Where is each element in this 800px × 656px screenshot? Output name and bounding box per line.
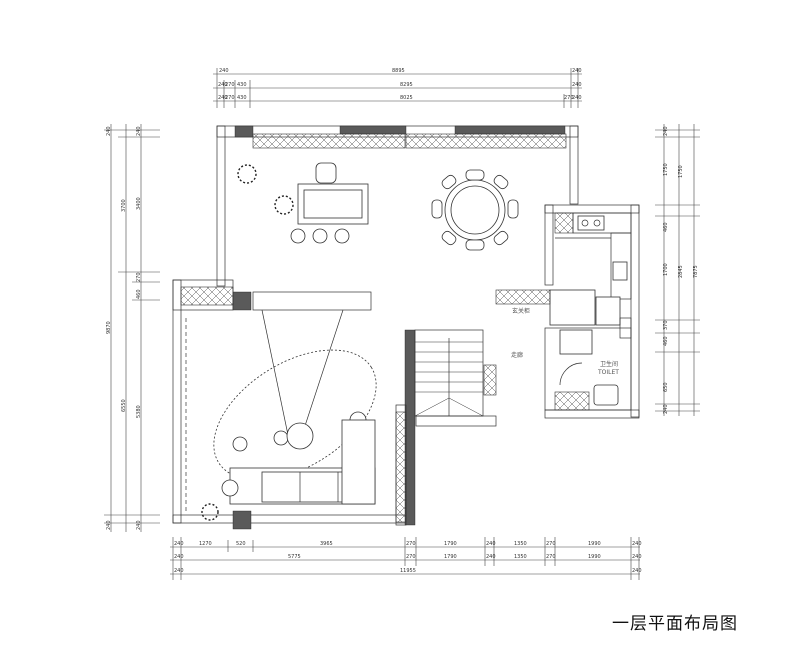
dim-bot-1c: 520 xyxy=(236,541,246,547)
dim-bot-1g: 240 xyxy=(486,541,496,547)
dim-bot-2a: 240 xyxy=(174,554,184,560)
dim-bot-1a: 240 xyxy=(174,541,184,547)
dim-bot-2c: 270 xyxy=(406,554,416,560)
dim-left-i5: 5380 xyxy=(136,405,142,418)
dim-top-2b: 270 xyxy=(225,82,235,88)
plan-title: 一层平面布局图 xyxy=(612,614,738,634)
dim-top-2a: 240 xyxy=(218,82,228,88)
dim-right-i6: 460 xyxy=(663,336,669,346)
dim-bot-2f: 1350 xyxy=(514,554,527,560)
dim-top-3b: 270 xyxy=(225,95,235,101)
dim-bot-1d: 3965 xyxy=(320,541,333,547)
dim-bot-1f: 1790 xyxy=(444,541,457,547)
dim-left-i4: 460 xyxy=(136,289,142,299)
dim-right-o1: 7875 xyxy=(693,265,699,278)
dim-bot-2d: 1790 xyxy=(444,554,457,560)
dim-right-i8: 240 xyxy=(663,404,669,414)
dim-left-i1: 240 xyxy=(136,126,142,136)
dim-left-o1: 240 xyxy=(106,126,112,136)
dim-right-i1: 240 xyxy=(663,126,669,136)
dim-bot-1b: 1270 xyxy=(199,541,212,547)
dim-bot-3a: 240 xyxy=(174,568,184,574)
dim-left-m1: 3700 xyxy=(121,199,127,212)
left-dimensions: 240 9870 240 3700 6550 240 3400 270 460 … xyxy=(104,124,160,532)
dim-top-1c: 240 xyxy=(572,68,582,74)
dim-bot-2e: 240 xyxy=(486,554,496,560)
dim-bot-1h: 1350 xyxy=(514,541,527,547)
living-room xyxy=(185,291,377,521)
kitchen xyxy=(549,212,632,339)
right-dimensions: 7875 1750 2845 240 1750 460 1700 370 460… xyxy=(655,124,700,416)
dim-top-3d: 8025 xyxy=(400,95,413,101)
plant-icon xyxy=(237,164,294,215)
dim-top-1a: 240 xyxy=(219,68,229,74)
dim-bot-2b: 5775 xyxy=(288,554,301,560)
dim-right-i7: 650 xyxy=(663,382,669,392)
dim-right-m2: 2845 xyxy=(678,265,684,278)
dim-top-1b: 8895 xyxy=(392,68,405,74)
dim-bot-1j: 1990 xyxy=(588,541,601,547)
dim-right-m1: 1750 xyxy=(678,165,684,178)
entry-cabinet: 玄关柜 xyxy=(495,289,551,315)
dim-left-m2: 6550 xyxy=(121,399,127,412)
dim-top-2c: 430 xyxy=(237,82,247,88)
dim-top-2e: 240 xyxy=(572,82,582,88)
dim-left-o2: 9870 xyxy=(106,321,112,334)
dim-left-i3: 270 xyxy=(136,272,142,282)
dim-bot-2h: 1990 xyxy=(588,554,601,560)
upper-furniture xyxy=(237,162,369,244)
dim-top-2d: 8295 xyxy=(400,82,413,88)
dim-right-i5: 370 xyxy=(663,320,669,330)
label-corridor: 走廊 xyxy=(511,351,523,359)
dim-left-i2: 3400 xyxy=(136,197,142,210)
bottom-dimensions: 240 1270 520 3965 270 1790 240 1350 270 … xyxy=(170,537,642,580)
dim-bot-2g: 270 xyxy=(546,554,556,560)
staircase xyxy=(414,329,484,417)
dining-table xyxy=(431,169,519,251)
dim-top-3a: 240 xyxy=(218,95,228,101)
label-bathroom: 卫生间 xyxy=(600,360,618,368)
plant-icon xyxy=(201,503,219,521)
cabinets xyxy=(180,133,590,523)
dim-bot-3b: 11955 xyxy=(400,568,416,574)
dim-right-i4: 1700 xyxy=(663,263,669,276)
dim-top-3f: 240 xyxy=(572,95,582,101)
dim-bot-1e: 270 xyxy=(406,541,416,547)
dim-top-3e: 270 xyxy=(564,95,574,101)
label-toilet: TOILET xyxy=(597,369,619,376)
dim-bot-1k: 240 xyxy=(632,541,642,547)
dim-top-3c: 430 xyxy=(237,95,247,101)
label-entry-cabinet: 玄关柜 xyxy=(512,307,530,315)
dim-bot-3c: 240 xyxy=(632,568,642,574)
dim-left-i6: 240 xyxy=(136,520,142,530)
top-dimensions: 240 8895 240 240 270 430 8295 240 240 27… xyxy=(213,68,582,108)
dim-right-i3: 460 xyxy=(663,222,669,232)
dim-bot-2i: 240 xyxy=(632,554,642,560)
dim-bot-1i: 270 xyxy=(546,541,556,547)
dim-right-i2: 1750 xyxy=(663,163,669,176)
bathroom: 卫生间 TOILET xyxy=(544,327,632,411)
dim-left-o3: 240 xyxy=(106,520,112,530)
